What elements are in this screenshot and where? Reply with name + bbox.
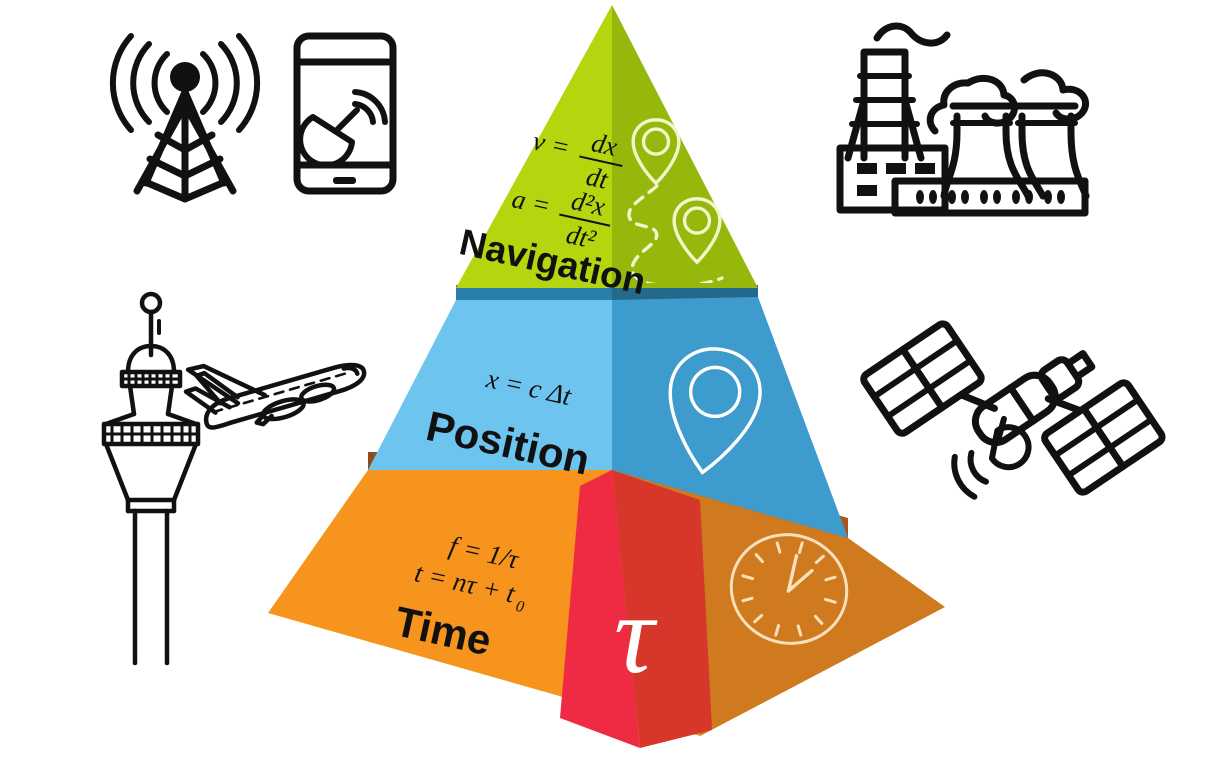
tier-time[interactable]: τ f = 1/τ t = nτ + t 0 Time bbox=[268, 452, 945, 748]
nav-f2-bar bbox=[559, 213, 611, 227]
svg-text:0: 0 bbox=[514, 598, 525, 616]
tier-navigation[interactable]: v = dx dt a = d²x dt² Navigation bbox=[456, 5, 758, 302]
clock-icon bbox=[729, 533, 849, 645]
tier-navigation-right-face bbox=[612, 5, 758, 288]
tier-position-front-face bbox=[368, 300, 612, 470]
airplane-icon bbox=[183, 362, 367, 430]
tier-navigation-formula-group: v = dx dt a = d²x dt² bbox=[509, 125, 623, 255]
satellite-icon bbox=[860, 320, 1166, 500]
route-pins-icon bbox=[627, 118, 724, 283]
control-tower-icon bbox=[101, 291, 201, 666]
nav-f1-bar bbox=[579, 155, 623, 167]
tau-symbol: τ bbox=[614, 573, 658, 697]
smartphone-gnss-icon bbox=[293, 32, 397, 195]
radio-tower-icon bbox=[109, 33, 261, 203]
location-pin-icon bbox=[668, 347, 762, 475]
tau-wedge-left bbox=[560, 470, 640, 748]
nav-f1-num: dx bbox=[589, 127, 620, 162]
nav-f2-num: d²x bbox=[569, 185, 608, 222]
tier-position[interactable]: x = c Δt Position bbox=[368, 285, 848, 538]
tau-wedge-right bbox=[612, 470, 712, 748]
pyramid-group: τ f = 1/τ t = nτ + t 0 Time bbox=[268, 5, 945, 748]
power-plant-icon bbox=[836, 22, 1090, 217]
tier-position-top-edge bbox=[456, 285, 612, 303]
tier-position-right-face bbox=[612, 297, 848, 538]
